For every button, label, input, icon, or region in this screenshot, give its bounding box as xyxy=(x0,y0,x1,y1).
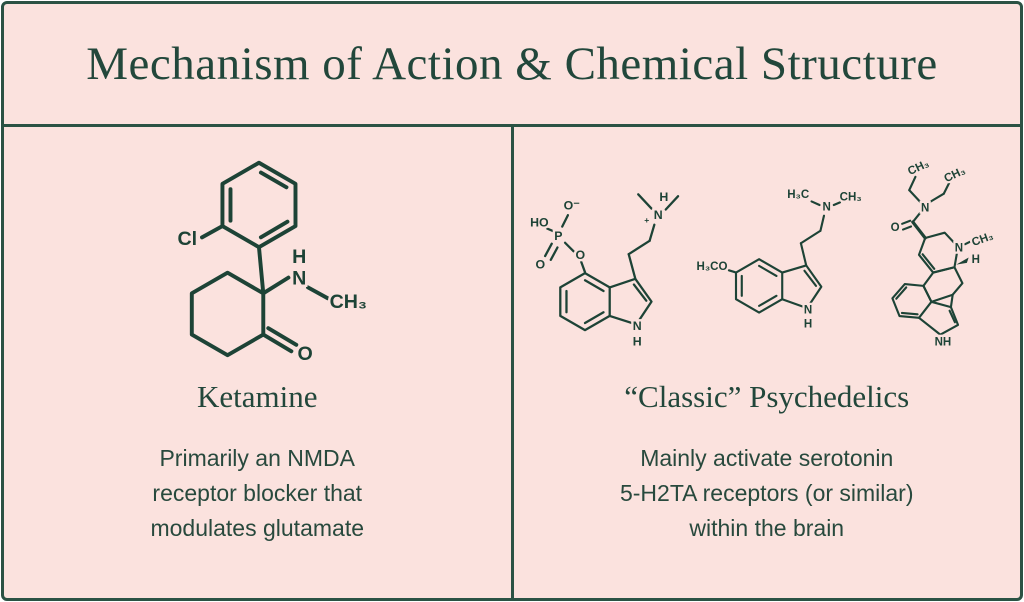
ketamine-description: Primarily an NMDA receptor blocker that … xyxy=(150,441,364,546)
psychedelics-desc-line-3: within the brain xyxy=(689,515,845,541)
ketamine-desc-line-2: receptor blocker that xyxy=(152,480,363,506)
psychedelics-description: Mainly activate serotonin 5-H2TA recepto… xyxy=(620,441,914,546)
amine-n-label: N xyxy=(292,267,306,289)
meo-dmt-h3c-label: H₃C xyxy=(787,189,810,201)
lsd-bonds xyxy=(891,175,974,336)
lsd-structure: CH₃ CH₃ N O N CH₃ H NH xyxy=(889,155,998,350)
lsd-ch3-left-label: CH₃ xyxy=(906,157,931,177)
psilocybin-ho-label: HO xyxy=(530,216,549,230)
psilocybin-amine-n-label: N xyxy=(654,208,663,222)
header: Mechanism of Action & Chemical Structure xyxy=(4,4,1020,127)
lsd-h-stereo-label: H xyxy=(972,253,980,265)
psilocybin-ring-n-label: N xyxy=(633,319,642,333)
psychedelics-panel: HO P O⁻ O O + H N N H xyxy=(514,127,1021,598)
page-title: Mechanism of Action & Chemical Structure xyxy=(86,38,938,90)
meo-dmt-ch3-label: CH₃ xyxy=(840,192,862,204)
ketamine-heading: Ketamine xyxy=(196,379,318,414)
psilocybin-o-minus-label: O⁻ xyxy=(564,199,580,213)
psilocybin-o-ester-label: O xyxy=(576,248,586,262)
psilocybin-p-label: P xyxy=(555,229,563,243)
ketamine-structure: Cl H N CH₃ O xyxy=(175,160,370,365)
ketamine-panel: Cl H N CH₃ O Ketamine Primarily an NMDA … xyxy=(4,127,514,598)
lsd-nh-label: NH xyxy=(935,336,952,348)
lsd-o-label: O xyxy=(891,221,900,233)
ketamine-desc-line-1: Primarily an NMDA xyxy=(159,445,355,471)
ketamine-structure-zone: Cl H N CH₃ O xyxy=(139,145,375,369)
methyl-label: CH₃ xyxy=(330,291,367,313)
chlorine-label: Cl xyxy=(178,228,198,250)
psilocybin-structure: HO P O⁻ O O + H N N H xyxy=(528,188,680,351)
meo-dmt-amine-n-label: N xyxy=(823,201,831,213)
ketone-o-label: O xyxy=(298,343,313,365)
meo-dmt-ring-n-label: N xyxy=(804,304,812,316)
meo-dmt-bonds xyxy=(728,200,842,314)
psilocybin-amine-h-label: H xyxy=(660,190,669,204)
psilocybin-bonds xyxy=(544,193,680,332)
meo-dmt-methoxy-label: H₃CO xyxy=(697,261,728,273)
ketamine-bonds xyxy=(190,160,330,358)
psychedelics-heading: “Classic” Psychedelics xyxy=(624,379,910,414)
amine-h-label: H xyxy=(292,246,306,268)
comparison-columns: Cl H N CH₃ O Ketamine Primarily an NMDA … xyxy=(4,127,1020,598)
lsd-n-methyl-label: CH₃ xyxy=(971,230,996,249)
ketamine-desc-line-3: modulates glutamate xyxy=(150,515,364,541)
psilocybin-plus-label: + xyxy=(645,215,650,225)
psychedelics-structure-zone: HO P O⁻ O O + H N N H xyxy=(528,145,1005,369)
psilocybin-o-double-label: O xyxy=(536,257,546,271)
psychedelics-desc-line-1: Mainly activate serotonin xyxy=(640,445,894,471)
lsd-ch3-right-label: CH₃ xyxy=(943,164,968,184)
meo-dmt-structure: H₃CO H₃C N CH₃ N H xyxy=(695,187,865,333)
lsd-amide-n-label: N xyxy=(921,202,929,214)
lsd-ring-n-label: N xyxy=(955,242,963,254)
meo-dmt-ring-h-label: H xyxy=(804,319,812,331)
psychedelics-desc-line-2: 5-H2TA receptors (or similar) xyxy=(619,480,914,506)
psilocybin-ring-h-label: H xyxy=(633,334,642,348)
